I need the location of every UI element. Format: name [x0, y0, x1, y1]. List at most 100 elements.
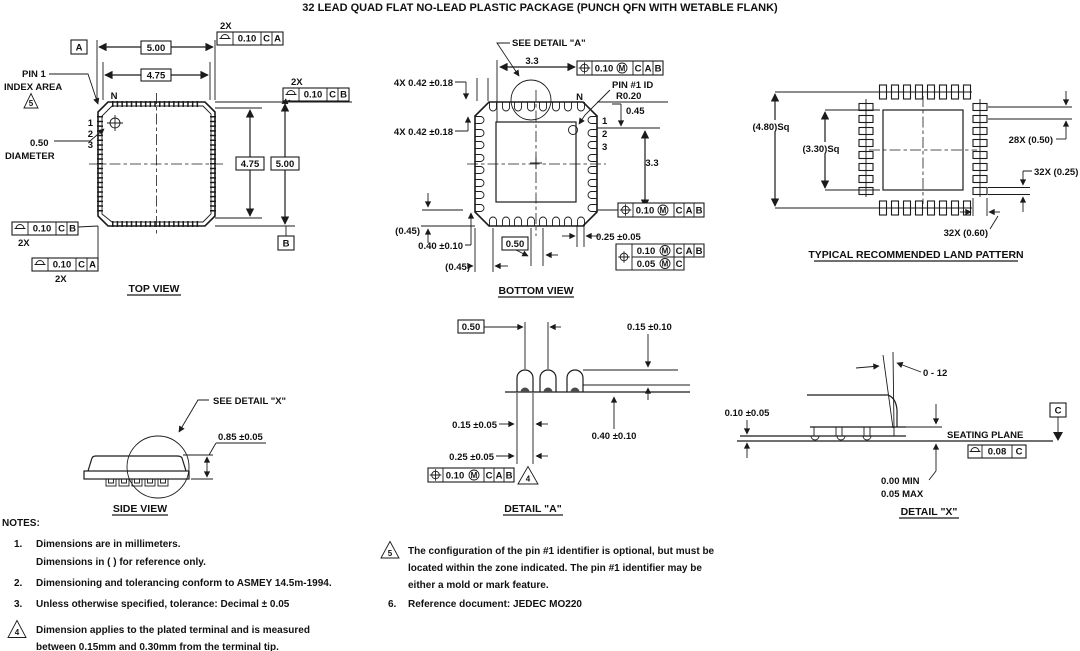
pin1-marker: [107, 115, 123, 131]
pin-number-1: 1: [602, 116, 608, 127]
fcf-ref: B: [340, 90, 347, 101]
mmc-modifier: M: [662, 247, 669, 256]
detail-a-zone-circle: [510, 79, 552, 121]
notes: NOTES: 1. Dimensions are in millimeters.…: [2, 518, 715, 651]
exposed-pad: [495, 121, 577, 203]
side-view: SEE DETAIL "X" 0.85 ±0.05 SIDE VIEW: [83, 396, 286, 516]
dim-terminal-length: 0.40 ±0.10: [592, 431, 637, 442]
fcf-tol: 0.10: [446, 471, 465, 482]
note4-flag-triangle: [517, 465, 539, 485]
fcf-ref: A: [686, 246, 693, 257]
pin-number-2: 2: [88, 129, 93, 140]
dim-height-outer: 5.00: [276, 159, 295, 170]
diameter-label: DIAMETER: [5, 151, 55, 162]
note4-line2: between 0.15mm and 0.30mm from the termi…: [36, 642, 279, 651]
fcf-ref: B: [696, 206, 703, 217]
package-outline-outer: [97, 101, 216, 227]
mold-body: [87, 455, 187, 472]
fcf-ref: C: [676, 206, 683, 217]
note1-number: 1.: [14, 539, 23, 550]
fcf-position-stack: 0.10 M C A B 0.05 M C: [615, 243, 705, 271]
dim-terminal-width1: 0.15 ±0.05: [452, 420, 498, 431]
mmc-modifier: M: [619, 64, 626, 73]
fcf-position-right: 0.10 M C A B: [617, 202, 705, 218]
note6-text: Reference document: JEDEC MO220: [408, 599, 582, 610]
n-label: N: [576, 92, 583, 103]
see-detail-x: SEE DETAIL "X": [213, 396, 286, 407]
fcf-tol: 0.08: [988, 447, 1007, 458]
fcf-position-detail-a: 0.10 M C A B: [427, 467, 515, 483]
pin1-id-radius: R0.20: [616, 91, 641, 102]
pin1-id-label: PIN #1 ID: [612, 80, 653, 91]
package-base: [83, 470, 190, 480]
fcf-qty: 2X: [18, 238, 30, 249]
fcf-ref: B: [696, 246, 703, 257]
pin-number-3: 3: [602, 142, 607, 153]
dim-width-inner: 4.75: [147, 71, 166, 82]
land-pattern-caption: TYPICAL RECOMMENDED LAND PATTERN: [808, 249, 1023, 261]
fcf-ref: C: [58, 224, 65, 235]
fcf-ref: A: [274, 34, 281, 45]
fcf-ref: C: [78, 260, 85, 271]
fcf-qty: 2X: [220, 21, 232, 32]
dim-lead-angle: 0 - 12: [923, 368, 947, 379]
detail-a: 0.50 0.15 ±0.10 0.15 ±0.05 0.40 ±0.10 0.…: [427, 319, 690, 516]
fcf-ref: C: [635, 64, 642, 75]
page-title: 32 LEAD QUAD FLAT NO-LEAD PLASTIC PACKAG…: [302, 2, 778, 14]
fcf-tol: 0.10: [304, 90, 323, 101]
package-outline: [474, 101, 598, 227]
fcf-ref: C: [676, 259, 683, 270]
dim-tip-height: 0.15 ±0.10: [627, 322, 672, 333]
mmc-modifier: M: [660, 206, 667, 215]
note5-line3: either a mold or mark feature.: [408, 580, 549, 591]
dim-pad-width: 32X (0.25): [1034, 167, 1078, 178]
fcf-qty: 2X: [55, 274, 67, 285]
fcf-ref: C: [486, 471, 493, 482]
note2-text: Dimensioning and tolerancing conform to …: [36, 578, 332, 589]
note4-flag-triangle: [7, 619, 27, 638]
mmc-modifier: M: [471, 471, 478, 480]
fcf-ref: A: [645, 64, 652, 75]
fcf-tol: 0.10: [33, 224, 52, 235]
dim-coplanarity-min: 0.00 MIN: [881, 476, 920, 487]
top-view: 5.00 A 4.75 4.75 5.00 B 2X 0.10: [4, 21, 352, 296]
note4-number: 4: [15, 628, 20, 637]
fcf-ref: B: [655, 64, 662, 75]
datum-b: B: [283, 239, 290, 250]
fcf-profile-right: 2X 0.10 C B: [281, 77, 350, 105]
dim-045-top: 0.45: [626, 106, 645, 117]
datum-triangle-icon: [1053, 432, 1063, 441]
top-view-caption: TOP VIEW: [129, 283, 180, 295]
dim-height-inner: 4.75: [241, 159, 260, 170]
pin1-label-2: INDEX AREA: [4, 82, 62, 93]
note4-flag: 4: [526, 475, 531, 484]
note1-line1: Dimensions are in millimeters.: [36, 539, 181, 550]
fcf-tol: 0.10: [238, 34, 257, 45]
note5-line1: The configuration of the pin #1 identifi…: [408, 546, 715, 557]
mold-edge: [887, 394, 898, 427]
bottom-view: SEE DETAIL "A" 3.3 0.10 M C A B PIN #1 I…: [394, 38, 705, 298]
dim-pad-height: 3.3: [645, 158, 658, 169]
ref-045-left: (0.45): [395, 226, 420, 237]
dim-lead-group-2: 4X 0.42 ±0.18: [394, 127, 453, 138]
dim-terminal-width2: 0.25 ±0.05: [449, 452, 495, 463]
dim-pad-length: 32X (0.60): [944, 228, 988, 239]
pin-number-1: 1: [88, 118, 94, 129]
note3-text: Unless otherwise specified, tolerance: D…: [36, 599, 290, 610]
fcf-ref: A: [496, 471, 503, 482]
dim-lead-width: 0.25 ±0.05: [596, 232, 642, 243]
note5-flag-triangle: [23, 92, 39, 109]
note4-line1: Dimension applies to the plated terminal…: [36, 625, 310, 636]
pin-number-3: 3: [88, 140, 93, 151]
pin-number-2: 2: [602, 129, 607, 140]
dim-inner-square: (3.30)Sq: [803, 144, 840, 155]
bottom-view-caption: BOTTOM VIEW: [498, 285, 573, 297]
pin1-id-circle: [568, 125, 578, 135]
notes-heading: NOTES:: [2, 518, 40, 529]
note6-number: 6.: [388, 599, 397, 610]
mmc-modifier: M: [662, 260, 669, 269]
datum-a-box: [70, 39, 88, 55]
note2-number: 2.: [14, 578, 23, 589]
wetable-flank-dimples: [810, 435, 872, 441]
dim-coplanarity-max: 0.05 MAX: [881, 489, 924, 500]
